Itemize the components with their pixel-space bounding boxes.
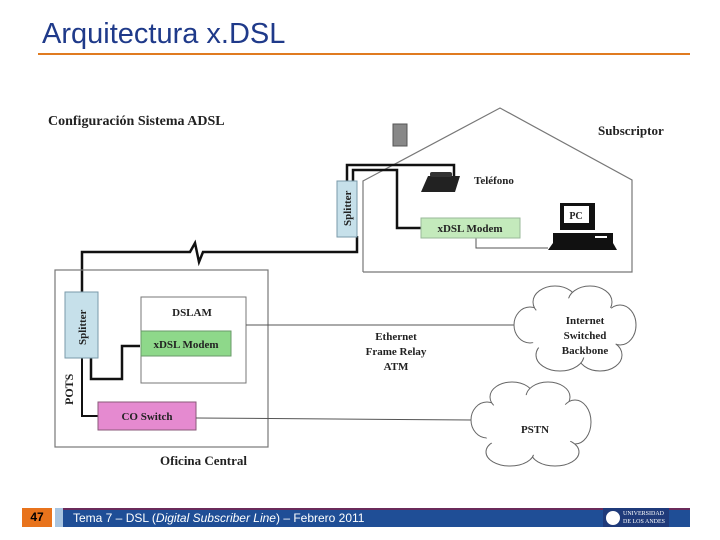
co-switch-label: CO Switch — [121, 411, 172, 423]
house-splitter — [336, 180, 358, 238]
diagram-heading: Configuración Sistema ADSL — [48, 114, 225, 129]
slide-title: Arquitectura x.DSL — [42, 18, 286, 50]
pstn-cloud — [470, 381, 592, 467]
subscriber-label: Subscriptor — [598, 123, 664, 138]
co-splitter — [64, 291, 99, 359]
switch-pstn-link — [195, 417, 473, 421]
house-modem-label: xDSL Modem — [437, 223, 502, 235]
central-office-label: Oficina Central — [160, 453, 247, 468]
co-splitter-label: Splitter — [77, 309, 89, 345]
pc-icon — [548, 203, 617, 250]
internet-cloud-line3: Backbone — [562, 345, 609, 357]
phone-wire — [345, 163, 456, 181]
footer-bar: Tema 7 – DSL (Digital Subscriber Line) –… — [63, 508, 690, 527]
university-logo-text: UNIVERSIDAD DE LOS ANDES — [623, 510, 666, 525]
phone-label: Teléfono — [474, 175, 514, 187]
co-modem — [140, 330, 232, 357]
footer-text-prefix: Tema 7 – DSL ( — [73, 511, 156, 525]
internet-cloud — [513, 285, 637, 372]
pc-label: PC — [569, 211, 582, 222]
co-modem-label: xDSL Modem — [153, 339, 218, 351]
internet-cloud-line2: Switched — [564, 330, 607, 342]
dslam-label: DSLAM — [172, 307, 212, 319]
university-logo: UNIVERSIDAD DE LOS ANDES — [603, 508, 669, 527]
pc-cable — [475, 237, 548, 249]
link-type-frame-relay: Frame Relay — [366, 346, 427, 358]
central-office-box — [54, 269, 269, 448]
university-seal-icon — [605, 509, 621, 526]
link-type-ethernet: Ethernet — [375, 331, 417, 343]
wiring — [80, 163, 456, 417]
chimney — [392, 123, 408, 147]
page-number: 47 — [22, 508, 52, 527]
footer-accent — [55, 508, 63, 527]
internet-cloud-line1: Internet — [566, 315, 605, 327]
footer-text-suffix: ) – Febrero 2011 — [275, 511, 365, 525]
co-modem-wire — [89, 344, 140, 381]
house-splitter-label: Splitter — [342, 190, 354, 226]
pots-label: POTS — [62, 373, 76, 405]
title-underline — [38, 53, 690, 55]
house-modem — [420, 217, 521, 239]
pots-wire — [81, 358, 98, 417]
phone-icon — [421, 172, 460, 192]
link-type-atm: ATM — [384, 361, 409, 373]
local-loop — [80, 236, 359, 292]
modem-wire — [351, 168, 421, 230]
pstn-cloud-label: PSTN — [521, 424, 549, 436]
co-switch — [97, 401, 197, 431]
footer-text-italic: Digital Subscriber Line — [155, 511, 276, 525]
